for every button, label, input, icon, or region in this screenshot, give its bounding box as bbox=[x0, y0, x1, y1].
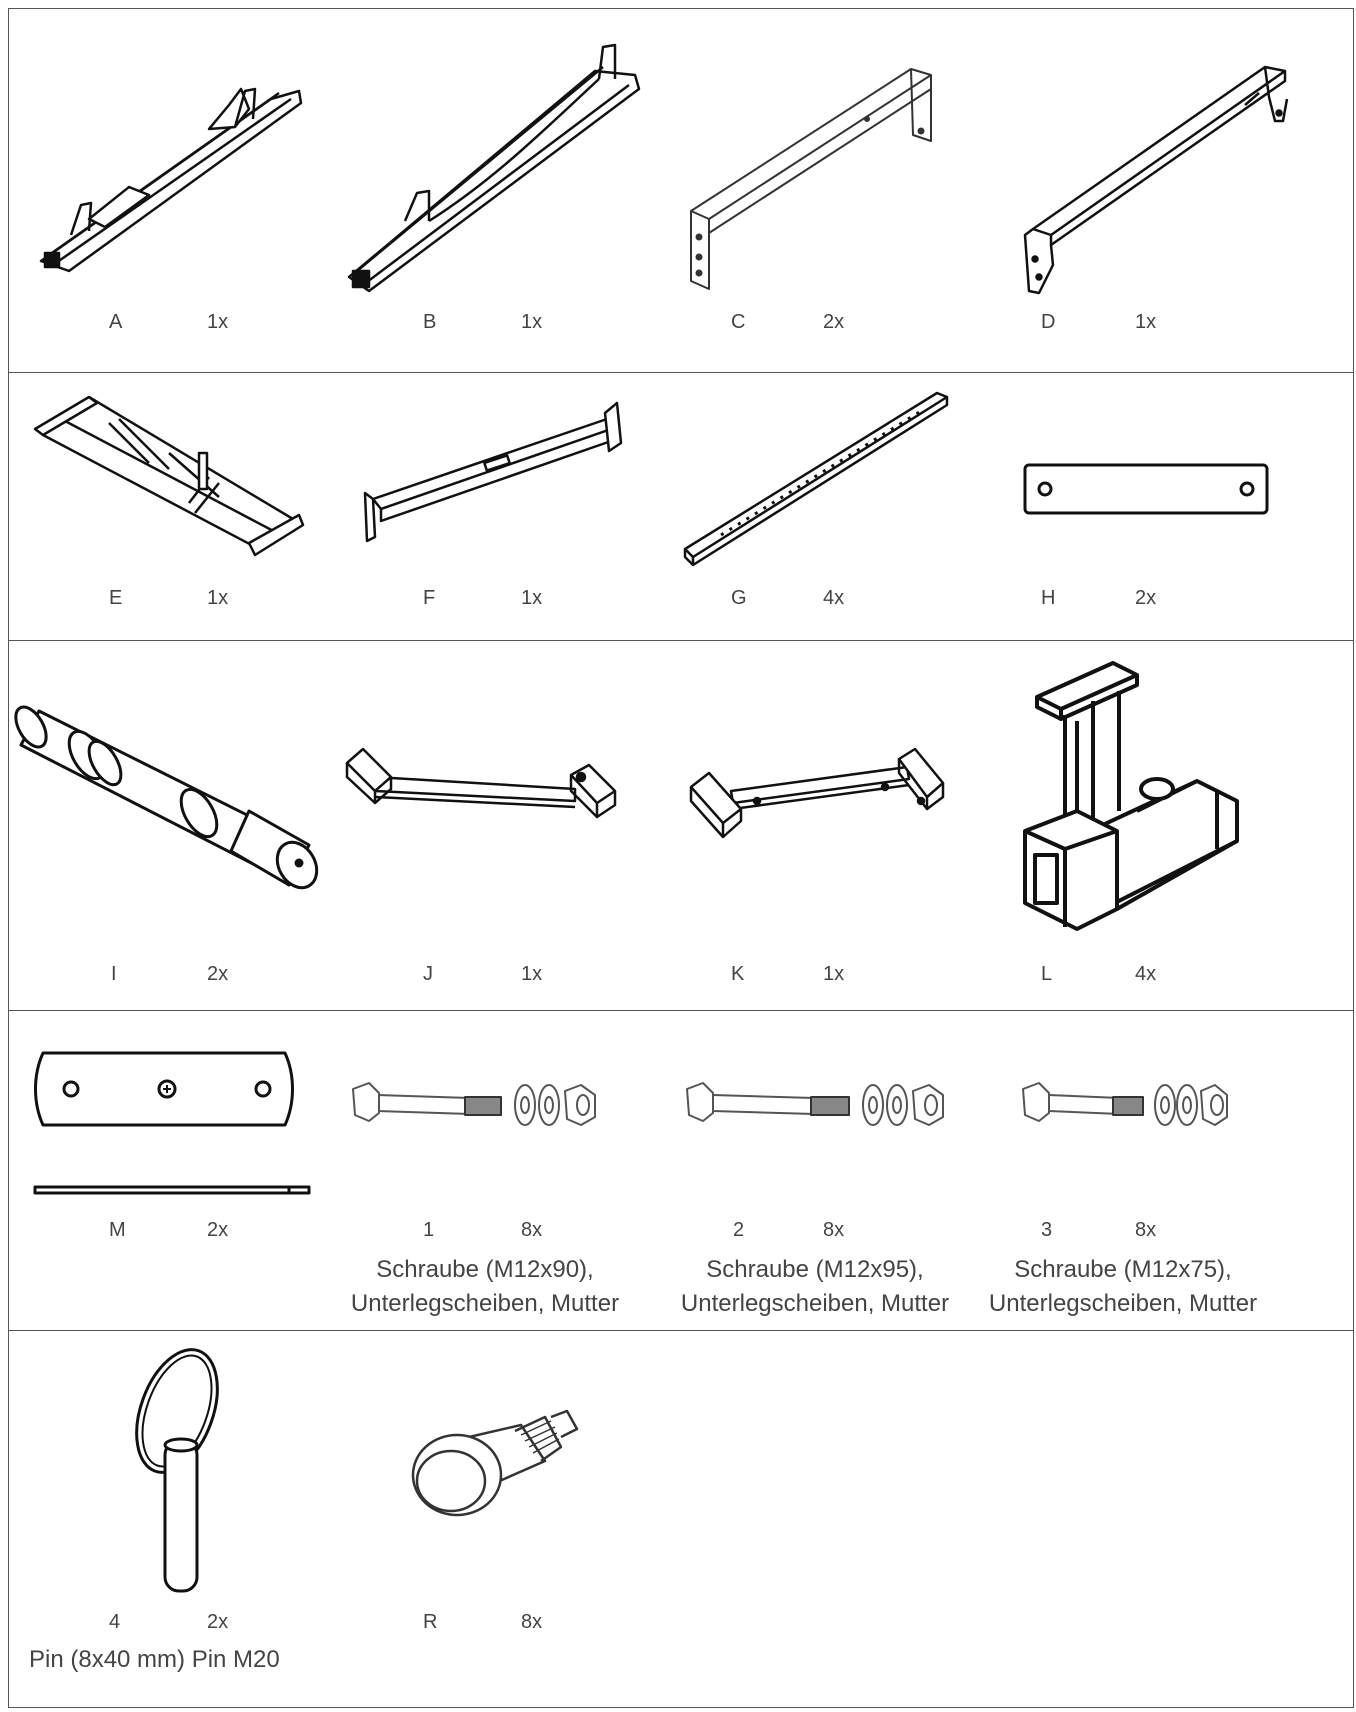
part-cell-B: B 1x bbox=[345, 9, 681, 372]
part-quantity: 8x bbox=[823, 1219, 845, 1241]
part-quantity: 1x bbox=[521, 311, 543, 333]
part-quantity: 4x bbox=[823, 587, 845, 609]
part-quantity: 8x bbox=[521, 1219, 543, 1241]
part-cell-F: F 1x bbox=[345, 373, 681, 640]
part-letter: A bbox=[109, 311, 123, 333]
part-description: Schraube (M12x90), Unterlegscheiben, Mut… bbox=[350, 1256, 620, 1317]
part-letter: L bbox=[1041, 963, 1053, 985]
part-letter: B bbox=[423, 311, 437, 333]
parts-row-1: A 1x B 1x bbox=[9, 9, 1353, 373]
tube-bracket-icon bbox=[1017, 641, 1355, 941]
part-number: 3 bbox=[1041, 1219, 1053, 1241]
part-quantity: 1x bbox=[521, 587, 543, 609]
cross-bar-icon bbox=[345, 373, 681, 573]
part-quantity: 1x bbox=[207, 311, 229, 333]
truss-frame-icon bbox=[9, 373, 345, 573]
part-cell-C: C 2x bbox=[681, 9, 1017, 372]
part-letter: G bbox=[731, 587, 747, 609]
part-number: 2 bbox=[733, 1219, 745, 1241]
part-description: Schraube (M12x95), Unterlegscheiben, Mut… bbox=[680, 1256, 950, 1317]
part-quantity: 1x bbox=[1135, 311, 1157, 333]
bolt-set-icon bbox=[1017, 1011, 1355, 1211]
parts-row-4: M 2x 1 8x Schraube (M12x90), Unterlegsc bbox=[9, 1011, 1353, 1331]
part-cell-K: K 1x bbox=[681, 641, 1017, 1010]
part-cell-1: 1 8x Schraube (M12x90), Unterlegscheiben… bbox=[345, 1011, 681, 1330]
bracket-bar-icon bbox=[1017, 9, 1355, 299]
part-description: Schraube (M12x75), Unterlegscheiben, Mut… bbox=[988, 1256, 1258, 1317]
perforated-bar-icon bbox=[681, 373, 1017, 573]
part-letter: R bbox=[423, 1611, 438, 1633]
part-letter: C bbox=[731, 311, 746, 333]
part-letter: E bbox=[109, 587, 123, 609]
part-description: Pin (8x40 mm) Pin M20 bbox=[29, 1646, 280, 1673]
part-cell-E: E 1x bbox=[9, 373, 345, 640]
part-cell-R: R 8x bbox=[345, 1331, 681, 1707]
part-letter: M bbox=[109, 1219, 126, 1241]
parts-row-3: I 2x J 1x bbox=[9, 641, 1353, 1011]
part-quantity: 8x bbox=[1135, 1219, 1157, 1241]
part-letter: J bbox=[423, 963, 433, 985]
part-number: 1 bbox=[423, 1219, 435, 1241]
part-letter: F bbox=[423, 587, 436, 609]
part-quantity: 1x bbox=[521, 963, 543, 985]
part-number: 4 bbox=[109, 1611, 121, 1633]
sleeve-pin-icon bbox=[9, 641, 345, 941]
part-quantity: 2x bbox=[207, 1611, 229, 1633]
part-quantity: 2x bbox=[207, 963, 229, 985]
short-bar-icon bbox=[345, 641, 681, 941]
part-letter: D bbox=[1041, 311, 1056, 333]
bracket-bar-icon bbox=[681, 9, 1017, 299]
part-letter: H bbox=[1041, 587, 1056, 609]
part-quantity: 2x bbox=[823, 311, 845, 333]
parts-list-sheet: A 1x B 1x bbox=[8, 8, 1354, 1708]
part-quantity: 1x bbox=[207, 587, 229, 609]
bolt-set-icon bbox=[345, 1011, 681, 1211]
flat-plate-icon bbox=[1017, 373, 1355, 573]
part-cell-J: J 1x bbox=[345, 641, 681, 1010]
part-cell-M: M 2x bbox=[9, 1011, 345, 1330]
ring-pin-icon bbox=[9, 1331, 345, 1631]
connector-plate-icon bbox=[9, 1011, 345, 1211]
part-cell-H: H 2x bbox=[1017, 373, 1355, 640]
part-quantity: 2x bbox=[1135, 587, 1157, 609]
parts-row-5: 4 2x Pin (8x40 mm) Pin M20 R 8x bbox=[9, 1331, 1353, 1707]
part-quantity: 2x bbox=[207, 1219, 229, 1241]
short-bar-icon bbox=[681, 641, 1017, 941]
part-cell-2: 2 8x Schraube (M12x95), Unterlegscheiben… bbox=[681, 1011, 1017, 1330]
part-quantity: 8x bbox=[521, 1611, 543, 1633]
bolt-set-icon bbox=[681, 1011, 1017, 1211]
part-cell-A: A 1x bbox=[9, 9, 345, 372]
rail-bar-icon bbox=[345, 9, 681, 299]
part-cell-G: G 4x bbox=[681, 373, 1017, 640]
part-cell-3: 3 8x Schraube (M12x75), Unterlegscheiben… bbox=[989, 1011, 1355, 1330]
rail-bar-icon bbox=[9, 9, 345, 299]
knob-pin-icon bbox=[345, 1331, 681, 1631]
part-cell-L: L 4x bbox=[1017, 641, 1355, 1010]
part-quantity: 4x bbox=[1135, 963, 1157, 985]
part-letter: I bbox=[111, 963, 117, 985]
part-quantity: 1x bbox=[823, 963, 845, 985]
part-cell-D: D 1x bbox=[1017, 9, 1355, 372]
part-cell-I: I 2x bbox=[9, 641, 345, 1010]
part-cell-4: 4 2x Pin (8x40 mm) Pin M20 bbox=[9, 1331, 345, 1707]
part-letter: K bbox=[731, 963, 745, 985]
parts-row-2: E 1x F 1x bbox=[9, 373, 1353, 641]
